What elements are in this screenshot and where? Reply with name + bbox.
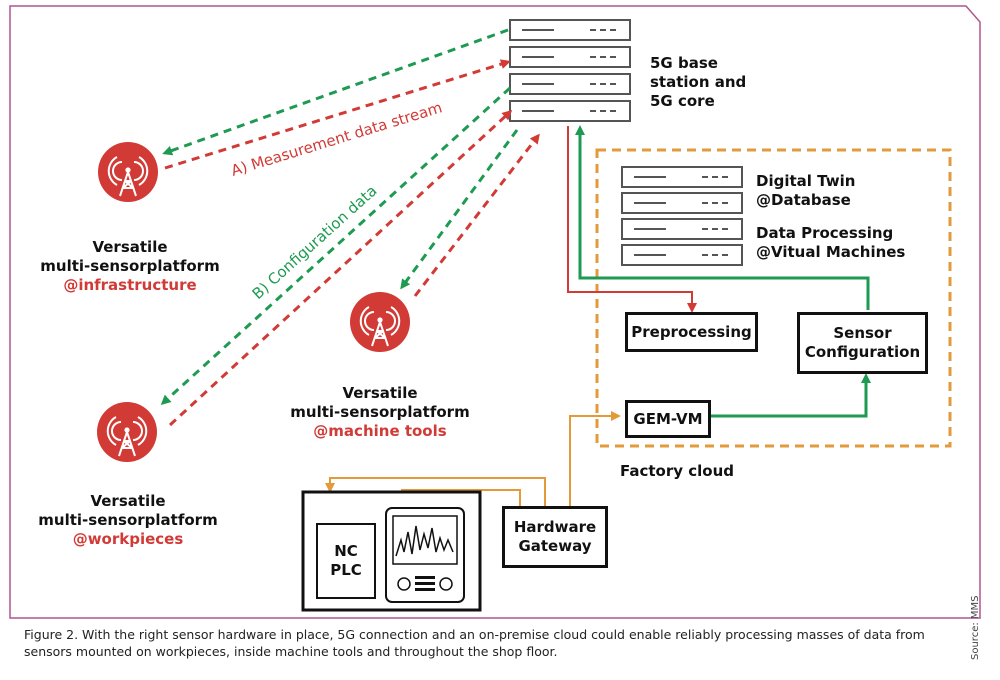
factory-cloud-label: Factory cloud	[620, 462, 735, 480]
monitor-icon	[385, 507, 465, 603]
measurement-arrow-workpieces	[168, 109, 513, 427]
nc-plc-box	[316, 523, 376, 599]
antenna-icon-workpieces	[96, 401, 158, 463]
base-to-preprocessing-line	[567, 126, 697, 313]
config-arrow-infrastructure	[162, 28, 509, 156]
platform-label-machine-tools: Versatile multi-sensorplatform @machine …	[290, 384, 470, 440]
server-unit	[621, 166, 743, 188]
digital-twin-label: Digital Twin @Database	[756, 172, 856, 209]
sensor-config-to-base-line	[575, 125, 870, 310]
nc-plc-label: NC PLC	[330, 542, 362, 579]
sensor-configuration-box: Sensor Configuration	[797, 312, 928, 374]
gem-vm-box: GEM-VM	[625, 400, 711, 438]
outer-frame	[9, 5, 981, 619]
data-processing-label: Data Processing @Vitual Machines	[756, 224, 906, 261]
measurement-arrow-machine-tools	[413, 133, 540, 297]
config-arrow-machine-tools	[400, 129, 519, 290]
figure-caption: Figure 2. With the right sensor hardware…	[24, 627, 925, 659]
platform-label-infrastructure: Versatile multi-sensorplatform @infrastr…	[40, 238, 220, 294]
base-station-server-stack	[509, 19, 631, 122]
server-unit	[509, 73, 631, 95]
factory-cloud-boundary	[595, 148, 952, 448]
hardware-gateway-box: Hardware Gateway	[502, 506, 608, 568]
base-station-label: 5G base station and 5G core	[650, 54, 747, 110]
server-unit	[621, 218, 743, 240]
server-unit	[509, 100, 631, 122]
server-unit	[621, 244, 743, 266]
antenna-icon-machine-tools	[349, 291, 411, 353]
gateway-to-gemvm-line	[569, 411, 621, 506]
antenna-icon-infrastructure	[97, 141, 159, 203]
gateway-to-nc-line	[325, 477, 546, 506]
server-unit	[509, 19, 631, 41]
configuration-stream-label: B) Configuration data	[249, 182, 381, 303]
platform-label-workpieces: Versatile multi-sensorplatform @workpiec…	[38, 492, 218, 548]
preprocessing-box: Preprocessing	[625, 312, 758, 352]
server-unit	[621, 192, 743, 214]
gemvm-to-sensor-config-line	[710, 373, 871, 418]
cloud-server-stack	[621, 166, 743, 266]
measurement-arrow-infrastructure	[164, 59, 511, 170]
source-credit: Source: MMS	[970, 595, 981, 661]
server-unit	[509, 46, 631, 68]
